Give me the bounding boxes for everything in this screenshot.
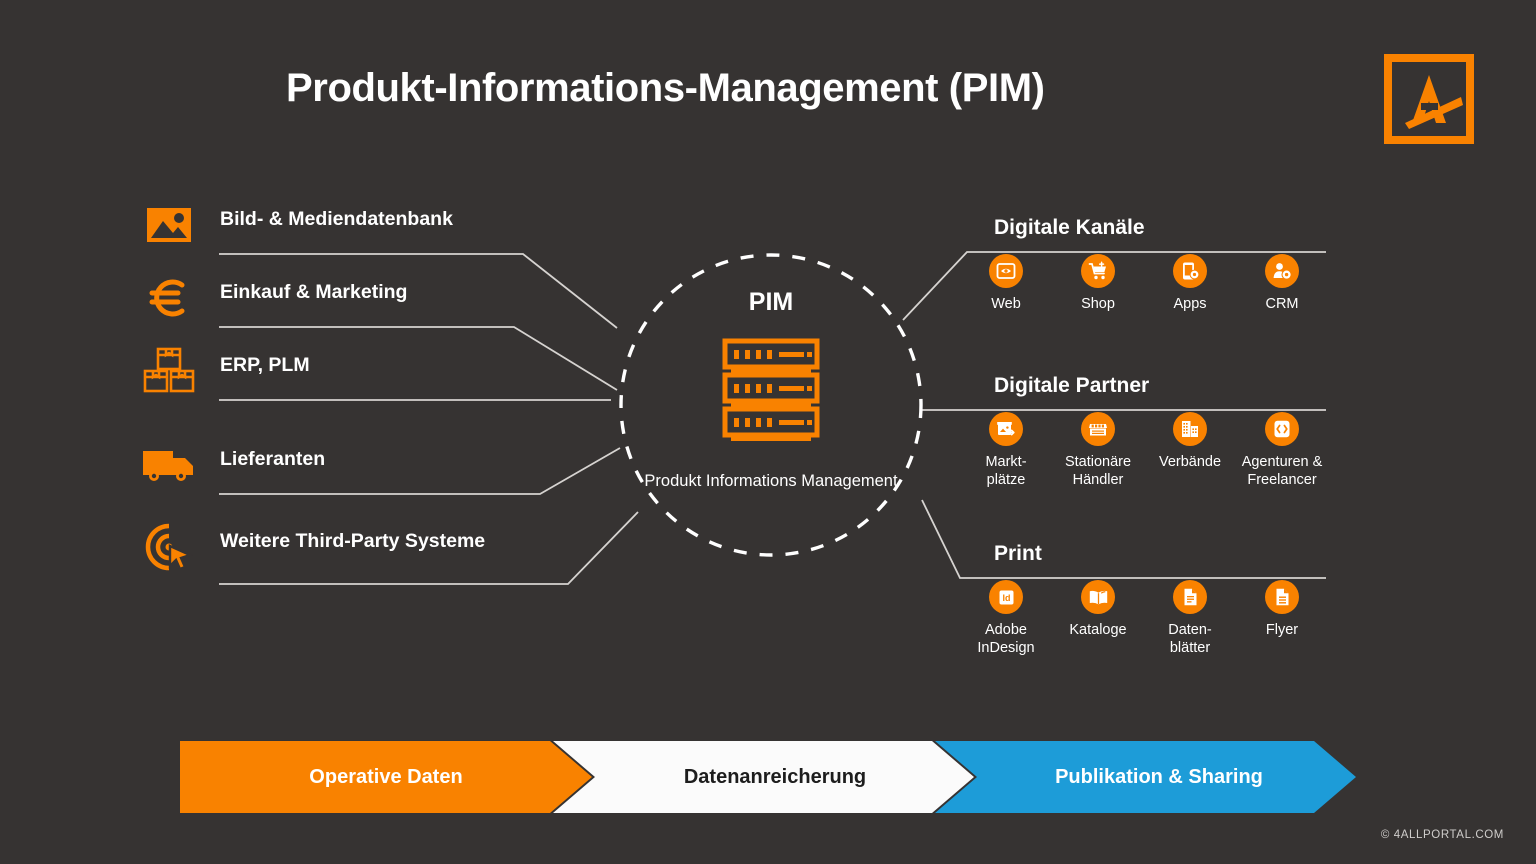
dashed-circle xyxy=(619,253,923,557)
channel-label: Shop xyxy=(1081,296,1115,312)
stage-shape-3[interactable] xyxy=(935,741,1356,813)
channel-item-crm[interactable]: CRM xyxy=(1236,254,1328,313)
source-item-bild-mediendatenbank[interactable]: Bild- & Mediendatenbank xyxy=(138,200,558,274)
code-brackets-icon xyxy=(1265,412,1299,446)
print-label: Daten- blätter xyxy=(1168,622,1212,656)
phone-gear-icon xyxy=(1173,254,1207,288)
pim-title: PIM xyxy=(748,288,794,316)
channel-item-shop[interactable]: Shop xyxy=(1052,254,1144,313)
eye-frame-icon xyxy=(989,254,1023,288)
source-label: Weitere Third-Party Systeme xyxy=(220,530,486,552)
channel-item-apps[interactable]: Apps xyxy=(1144,254,1236,313)
cart-plus-icon xyxy=(1081,254,1115,288)
source-item-lieferanten[interactable]: Lieferanten xyxy=(138,440,558,514)
partner-item-stationaere-haendler[interactable]: Stationäre Händler xyxy=(1052,412,1144,489)
group-items: Id Adobe InDesign Kataloge xyxy=(960,580,1328,657)
group-heading: Digitale Partner xyxy=(994,374,1150,397)
partner-label: Verbände xyxy=(1158,454,1222,470)
group-items: Web Shop xyxy=(960,254,1328,313)
group-items: Markt- plätze xyxy=(960,412,1328,489)
source-label: Lieferanten xyxy=(220,448,326,470)
channel-label: CRM xyxy=(1265,296,1299,312)
page-title: Produkt-Informations-Management (PIM) xyxy=(286,66,1045,110)
open-book-icon xyxy=(1081,580,1115,614)
stage-label-2: Datenanreicherung xyxy=(683,765,867,788)
source-label: Bild- & Mediendatenbank xyxy=(220,208,453,230)
partner-item-marktplaetze[interactable]: Markt- plätze xyxy=(960,412,1052,489)
office-building-icon xyxy=(1173,412,1207,446)
process-banner: Operative Daten Datenanreicherung Publik… xyxy=(180,741,1356,813)
stage-shape-1[interactable] xyxy=(180,741,592,813)
click-target-icon xyxy=(138,522,200,572)
svg-text:Id: Id xyxy=(1002,593,1010,603)
source-label: Einkauf & Marketing xyxy=(220,281,408,303)
stage-label-1: Operative Daten xyxy=(309,765,463,788)
stage-label-3: Publikation & Sharing xyxy=(1055,765,1263,788)
marketplace-icon xyxy=(989,412,1023,446)
person-gear-icon xyxy=(1265,254,1299,288)
print-label: Adobe InDesign xyxy=(977,622,1035,656)
partner-item-agenturen-freelancer[interactable]: Agenturen & Freelancer xyxy=(1236,412,1328,489)
document-icon xyxy=(1265,580,1299,614)
partner-label: Markt- plätze xyxy=(985,454,1027,488)
image-icon xyxy=(138,200,200,250)
datasheet-icon xyxy=(1173,580,1207,614)
print-label: Kataloge xyxy=(1069,622,1127,638)
pim-subtitle: Produkt Informations Management xyxy=(644,472,898,490)
stage-shape-2[interactable] xyxy=(553,741,974,813)
channel-label: Apps xyxy=(1173,296,1207,312)
source-item-erp-plm[interactable]: ERP, PLM xyxy=(138,346,558,420)
pim-center: PIM xyxy=(618,252,924,558)
print-item-kataloge[interactable]: Kataloge xyxy=(1052,580,1144,657)
server-rack-icon xyxy=(720,337,822,447)
4allportal-logo xyxy=(1383,53,1475,145)
partner-label: Agenturen & Freelancer xyxy=(1241,454,1323,488)
print-item-flyer[interactable]: Flyer xyxy=(1236,580,1328,657)
print-item-datenblaetter[interactable]: Daten- blätter xyxy=(1144,580,1236,657)
euro-icon xyxy=(138,273,200,323)
boxes-icon xyxy=(138,346,200,396)
source-item-third-party[interactable]: Weitere Third-Party Systeme xyxy=(138,522,558,596)
storefront-icon xyxy=(1081,412,1115,446)
indesign-icon: Id xyxy=(989,580,1023,614)
truck-icon xyxy=(138,440,200,490)
print-item-adobe-indesign[interactable]: Id Adobe InDesign xyxy=(960,580,1052,657)
group-heading: Digitale Kanäle xyxy=(994,216,1145,239)
banner-shapes xyxy=(180,741,1356,813)
copyright-footer: © 4ALLPORTAL.COM xyxy=(1380,829,1504,841)
print-label: Flyer xyxy=(1265,622,1299,638)
channel-item-web[interactable]: Web xyxy=(960,254,1052,313)
source-label: ERP, PLM xyxy=(220,354,310,376)
channel-label: Web xyxy=(991,296,1021,312)
source-item-einkauf-marketing[interactable]: Einkauf & Marketing xyxy=(138,273,558,347)
partner-label: Stationäre Händler xyxy=(1064,454,1132,488)
partner-item-verbaende[interactable]: Verbände xyxy=(1144,412,1236,489)
group-heading: Print xyxy=(994,542,1042,565)
logo-mark-icon xyxy=(1384,54,1474,144)
